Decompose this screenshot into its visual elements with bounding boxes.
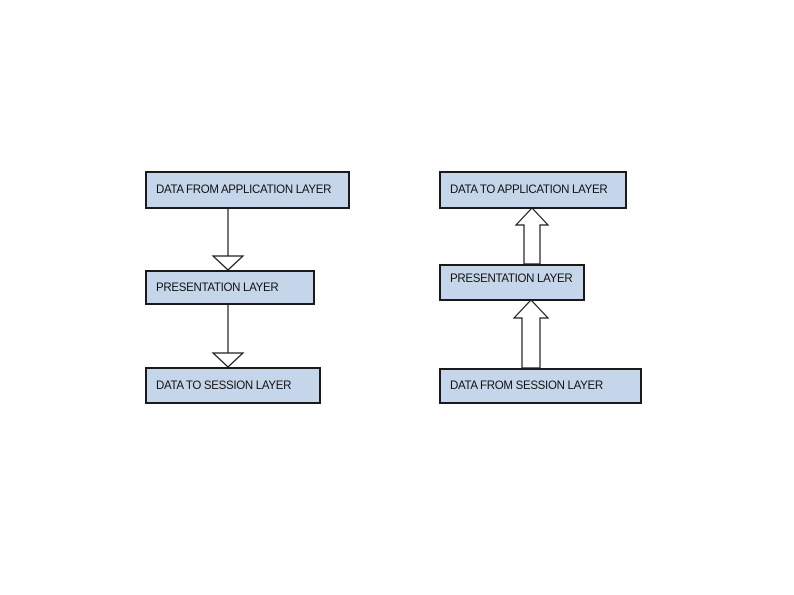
left-box-data-to-session: DATA TO SESSION LAYER xyxy=(145,367,321,404)
left-box-presentation-layer: PRESENTATION LAYER xyxy=(145,270,315,305)
left-box-data-from-application: DATA FROM APPLICATION LAYER xyxy=(145,171,350,209)
right-box-bottom-label: DATA FROM SESSION LAYER xyxy=(450,380,603,392)
left-box-top-label: DATA FROM APPLICATION LAYER xyxy=(156,184,332,196)
right-box-presentation-layer: PRESENTATION LAYER xyxy=(439,264,585,301)
left-box-bottom-label: DATA TO SESSION LAYER xyxy=(156,379,292,392)
right-box-top-label: DATA TO APPLICATION LAYER xyxy=(450,184,608,196)
right-box-data-to-application: DATA TO APPLICATION LAYER xyxy=(439,171,627,209)
left-arrow-bottom xyxy=(211,305,245,368)
right-arrow-top xyxy=(514,207,550,265)
right-box-data-from-session: DATA FROM SESSION LAYER xyxy=(439,368,642,404)
left-arrow-top xyxy=(211,209,245,271)
left-box-middle-label: PRESENTATION LAYER xyxy=(156,281,279,294)
right-box-middle-label: PRESENTATION LAYER xyxy=(450,273,573,285)
right-arrow-bottom xyxy=(512,299,550,369)
